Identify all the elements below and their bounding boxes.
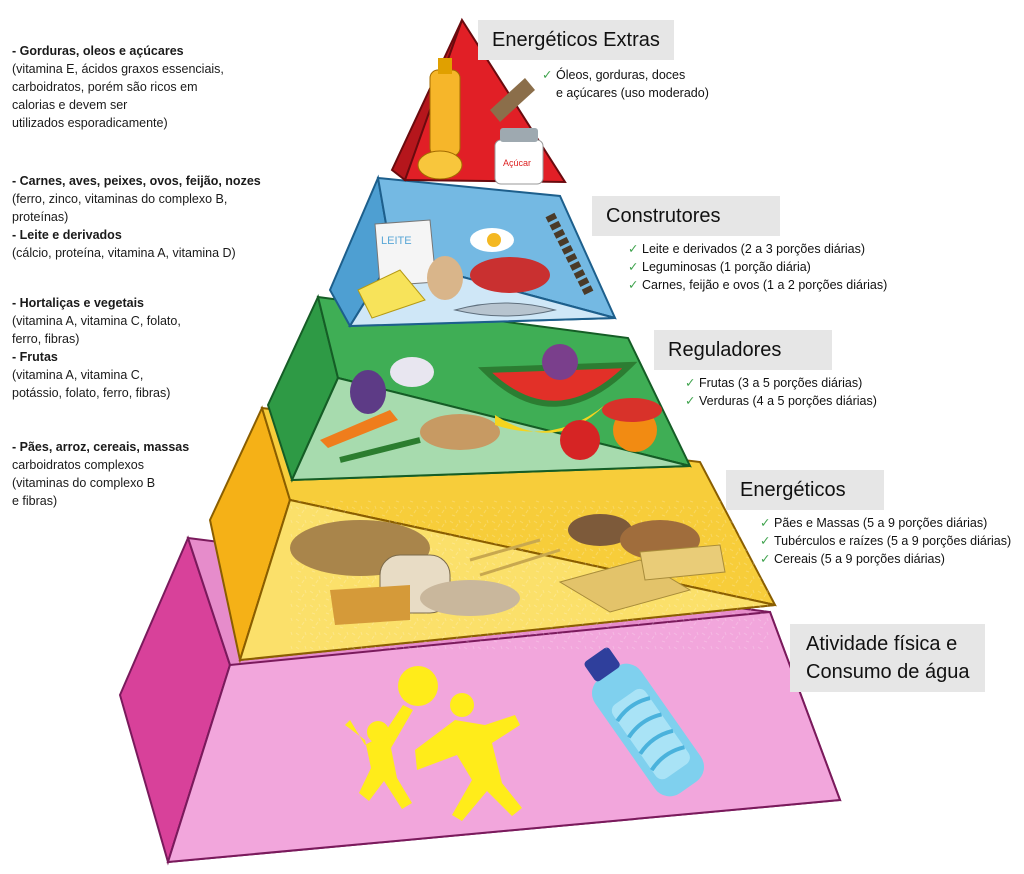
children-icon — [345, 693, 522, 821]
level-checks-construtores: ✓Leite e derivados (2 a 3 porções diária… — [628, 240, 887, 294]
level-checks-energeticos: ✓Pães e Massas (5 a 9 porções diárias) ✓… — [760, 514, 1011, 568]
check-item: Pães e Massas (5 a 9 porções diárias) — [774, 516, 988, 530]
left-note-construtores: Carnes, aves, peixes, ovos, feijão, noze… — [12, 172, 282, 262]
ball-icon — [398, 666, 438, 706]
check-item: Leguminosas (1 porção diária) — [642, 260, 811, 274]
carrot-icon — [320, 410, 398, 448]
level-checks-reguladores: ✓Frutas (3 a 5 porções diárias) ✓Verdura… — [685, 374, 877, 410]
note-heading: Frutas — [12, 348, 282, 366]
check-item: Leite e derivados (2 a 3 porções diárias… — [642, 242, 866, 256]
water-bottle-icon — [584, 647, 705, 797]
level-title-reguladores: Reguladores — [654, 330, 832, 370]
note-heading: Leite e derivados — [12, 226, 282, 244]
check-icon: ✓ — [628, 278, 639, 292]
check-item: Cereais (5 a 9 porções diárias) — [774, 552, 945, 566]
oil-bottle-icon — [429, 69, 461, 157]
check-icon: ✓ — [542, 68, 553, 82]
note-heading: Gorduras, oleos e açúcares — [12, 42, 282, 60]
check-item: Óleos, gorduras, doces e açúcares (uso m… — [556, 68, 709, 100]
note-heading: Hortaliças e vegetais — [12, 294, 282, 312]
meat-icon — [470, 257, 550, 293]
note-detail: (ferro, zinco, vitaminas do complexo B, … — [12, 192, 228, 224]
cheese-icon — [357, 269, 426, 319]
left-note-energeticos: Pães, arroz, cereais, massas carboidrato… — [12, 438, 282, 510]
honey-jar-icon — [417, 150, 463, 180]
left-note-reguladores: Hortaliças e vegetais (vitamina A, vitam… — [12, 294, 282, 402]
eggplant-icon — [350, 370, 386, 414]
note-heading: Carnes, aves, peixes, ovos, feijão, noze… — [12, 172, 282, 190]
level-title-construtores: Construtores — [592, 196, 780, 236]
tier-reguladores — [266, 293, 692, 483]
milk-carton-label: LEITE — [381, 235, 412, 247]
tier-extras: Açúcar — [390, 17, 567, 185]
chocolate-icon — [490, 78, 535, 122]
check-icon: ✓ — [628, 242, 639, 256]
level-checks-extras: ✓Óleos, gorduras, doces e açúcares (uso … — [542, 66, 709, 102]
watermelon-icon — [477, 361, 638, 407]
check-item: Verduras (4 a 5 porções diárias) — [699, 394, 877, 408]
check-item: Tubérculos e raízes (5 a 9 porções diári… — [774, 534, 1012, 548]
check-icon: ✓ — [760, 552, 771, 566]
milk-carton-icon: LEITE — [374, 219, 437, 287]
check-icon: ✓ — [628, 260, 639, 274]
check-icon: ✓ — [685, 376, 696, 390]
left-note-extras: Gorduras, oleos e açúcares (vitamina E, … — [12, 42, 282, 132]
check-icon: ✓ — [760, 516, 771, 530]
note-detail: carboidratos complexos (vitaminas do com… — [12, 458, 156, 508]
note-detail: (vitamina A, vitamina C, potássio, folat… — [12, 368, 171, 400]
check-icon: ✓ — [760, 534, 771, 548]
note-detail: (vitamina E, ácidos graxos essenciais, c… — [12, 62, 224, 130]
note-heading: Pães, arroz, cereais, massas — [12, 438, 282, 456]
sugar-jar-icon: Açúcar — [494, 128, 544, 185]
fish-icon — [453, 302, 557, 317]
level-title-extras: Energéticos Extras — [478, 20, 674, 60]
level-title-energeticos: Energéticos — [726, 470, 884, 510]
apple-icon — [560, 420, 600, 460]
check-item: Carnes, feijão e ovos (1 a 2 porções diá… — [642, 278, 888, 292]
check-item: Frutas (3 a 5 porções diárias) — [699, 376, 863, 390]
note-detail: (vitamina A, vitamina C, folato, ferro, … — [12, 314, 181, 346]
note-detail: (cálcio, proteína, vitamina A, vitamina … — [12, 246, 236, 260]
sugar-jar-label: Açúcar — [503, 158, 531, 168]
check-icon: ✓ — [685, 394, 696, 408]
tier-construtores: LEITE — [328, 174, 617, 328]
level-title-base: Atividade física e Consumo de água — [790, 624, 986, 692]
